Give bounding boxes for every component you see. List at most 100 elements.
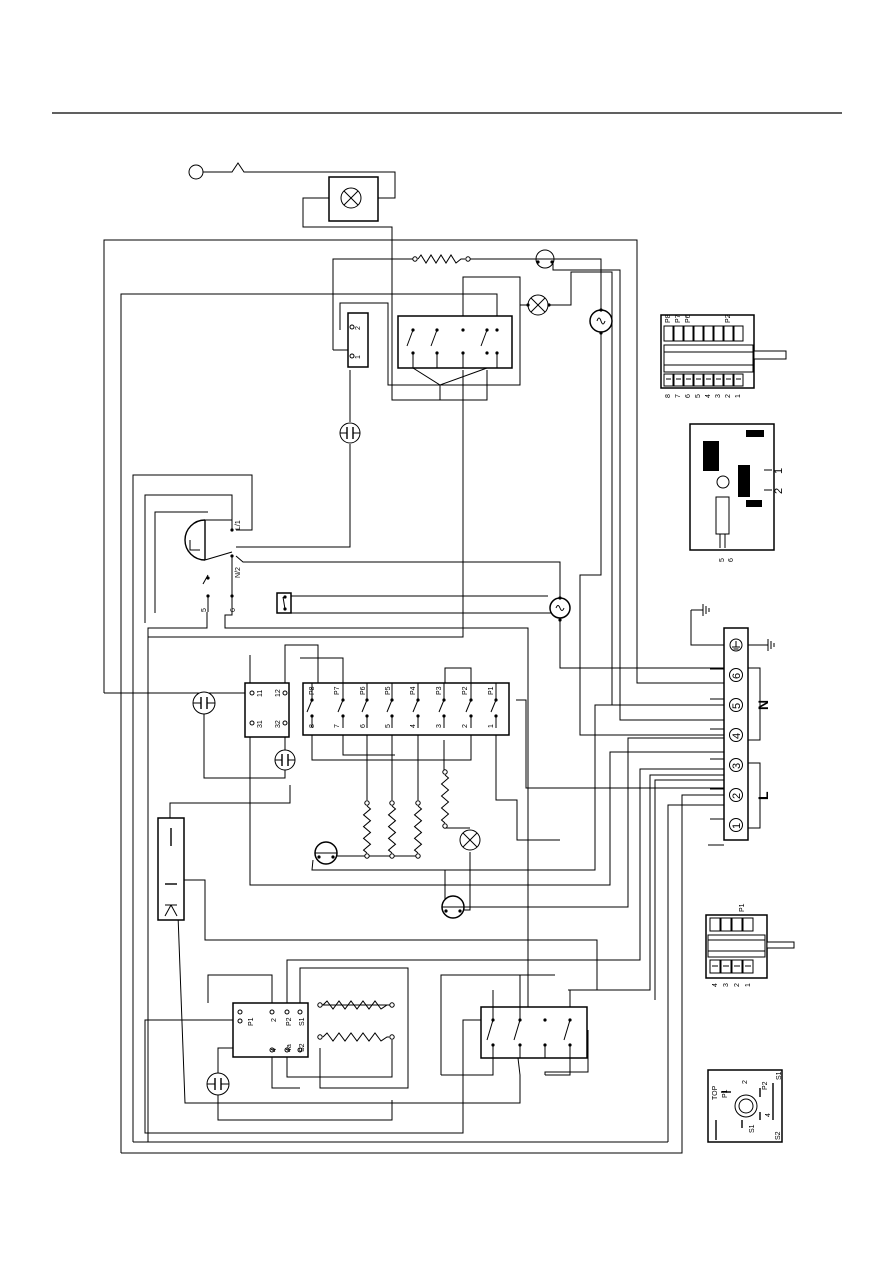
sva-bottom-label-4: 4 [705, 394, 712, 398]
terminal-3-ring [729, 758, 743, 772]
sva-top-cell-2 [683, 325, 694, 342]
terminal-3-label: 3 [731, 763, 743, 769]
terminal-2-label: 2 [731, 793, 743, 799]
ms-top-p4: P4 [410, 686, 417, 695]
regv-p2: P2 [762, 1081, 769, 1090]
heater-1-top-terminal [364, 800, 370, 806]
heater-4-top-terminal [442, 769, 448, 775]
terminal-group-n: N [755, 700, 771, 710]
heater-1-bottom-terminal [364, 853, 370, 859]
motor-icon [589, 308, 613, 335]
reg-label-s2: S2 [299, 1043, 306, 1052]
top-relay-label-2: 2 [355, 326, 362, 330]
ms-top-p5: P5 [385, 686, 392, 695]
svb-bottom-label-1: 1 [745, 983, 752, 987]
regv-top: TOP [712, 1085, 719, 1100]
sva-bottom-label-8: 8 [665, 394, 672, 398]
svb-top-cell-3 [742, 917, 754, 932]
svb-top-p1: P1 [739, 903, 746, 912]
wires [103, 162, 760, 1154]
heater-3-coil [413, 805, 423, 854]
regv-4: S1 [749, 1124, 756, 1133]
terminal-5-ring [729, 698, 743, 712]
sva-bottom-label-6: 6 [685, 394, 692, 398]
regv-2: 2 [742, 1080, 749, 1084]
thermostat: 11 12 31 32 [244, 682, 290, 738]
ms-bot-7: 7 [334, 724, 341, 728]
sva-bottom-cell-1 [673, 373, 684, 387]
sva-bottom-cell-0 [663, 373, 674, 387]
ms-top-p7: P7 [334, 686, 341, 695]
sva-bottom-cell-6 [723, 373, 734, 387]
top-relay-label-1: 1 [355, 355, 362, 359]
sva-top-cell-1 [673, 325, 684, 342]
bottom-switch-block [480, 975, 588, 1059]
sva-bottom-cell-7 [733, 373, 744, 387]
ms-bot-2: 2 [462, 724, 469, 728]
energy-regulator: P1 2 P2 S1 4 4a S2 [232, 1002, 309, 1058]
heater-elements [362, 769, 450, 859]
lamp-socket-icon [188, 164, 204, 180]
terminal-1-label: 1 [731, 823, 743, 829]
heater-2-coil [387, 805, 397, 854]
capacitor-2-icon [192, 691, 216, 715]
sva-top-cell-0 [663, 325, 674, 342]
ms-bot-5: 5 [385, 724, 392, 728]
sva-top-cell-6 [723, 325, 734, 342]
heater-2-top-terminal [389, 800, 395, 806]
ms-top-p8: P8 [309, 686, 316, 695]
timer-label-n2: N/2 [235, 567, 242, 578]
sva-bottom-cell-4 [703, 373, 714, 387]
terminal-5-label: 5 [731, 703, 743, 709]
sva-bottom-label-5: 5 [695, 394, 702, 398]
timer: L/1 N/2 5 6 [184, 519, 242, 612]
capacitor-4-icon [206, 1072, 230, 1096]
sva-bottom-label-7: 7 [675, 394, 682, 398]
capacitor-icon [339, 422, 361, 444]
terminal-1-ring [729, 818, 743, 832]
timer-view-label-5: 5 [719, 558, 726, 562]
ms-top-p1: P1 [488, 686, 495, 695]
timer-view-label-2: 2 [773, 488, 785, 494]
svb-top-cell-1 [720, 917, 732, 932]
terminal-4-label: 4 [731, 733, 743, 739]
heater-1-coil [362, 805, 372, 854]
svb-bottom-label-2: 2 [734, 983, 741, 987]
ms-blade-4 [412, 699, 419, 713]
ms-bot-3: 3 [436, 724, 443, 728]
sva-bottom-label-1: 1 [735, 394, 742, 398]
heater-4-bottom-terminal [442, 823, 448, 829]
heater-2-bottom-terminal [389, 853, 395, 859]
grill-heater-resistor [412, 254, 471, 264]
timer-view: 1 2 5 6 [689, 423, 785, 562]
ms-blade-2 [465, 699, 472, 713]
ms-bot-1: 1 [488, 724, 495, 728]
ms-blade-7 [337, 699, 344, 713]
fan-motor-icon [535, 249, 555, 269]
sva-bottom-label-2: 2 [725, 394, 732, 398]
top-relay: 2 1 [347, 312, 369, 368]
sva-top-cell-5 [713, 325, 724, 342]
reg-label-p1: P1 [248, 1017, 255, 1026]
sva-top-cell-3 [693, 325, 704, 342]
regv-s2: S2 [775, 1131, 782, 1140]
sva-bottom-cell-2 [683, 373, 694, 387]
ms-blade-1 [490, 699, 497, 713]
ms-blade-3 [438, 699, 445, 713]
oven-lamp-2-icon [459, 829, 481, 851]
timer-view-label-1: 1 [773, 468, 785, 474]
cooling-motor-icon [441, 895, 465, 919]
top-switch-block [397, 315, 513, 386]
terminal-group-l: L [755, 791, 771, 800]
svb-top-cell-0 [709, 917, 721, 932]
sva-bottom-cell-5 [713, 373, 724, 387]
timer-label-6: 6 [230, 608, 237, 612]
sva-top-cell-7 [733, 325, 744, 342]
spark-generator [157, 817, 185, 921]
heater-3-top-terminal [415, 800, 421, 806]
sva-bottom-label-3: 3 [715, 394, 722, 398]
regv-s1: S1 [776, 1071, 783, 1080]
main-switch: P8 P7 P6 P5 P4 P3 P2 P1 8 7 6 5 4 3 2 1 [302, 682, 510, 736]
